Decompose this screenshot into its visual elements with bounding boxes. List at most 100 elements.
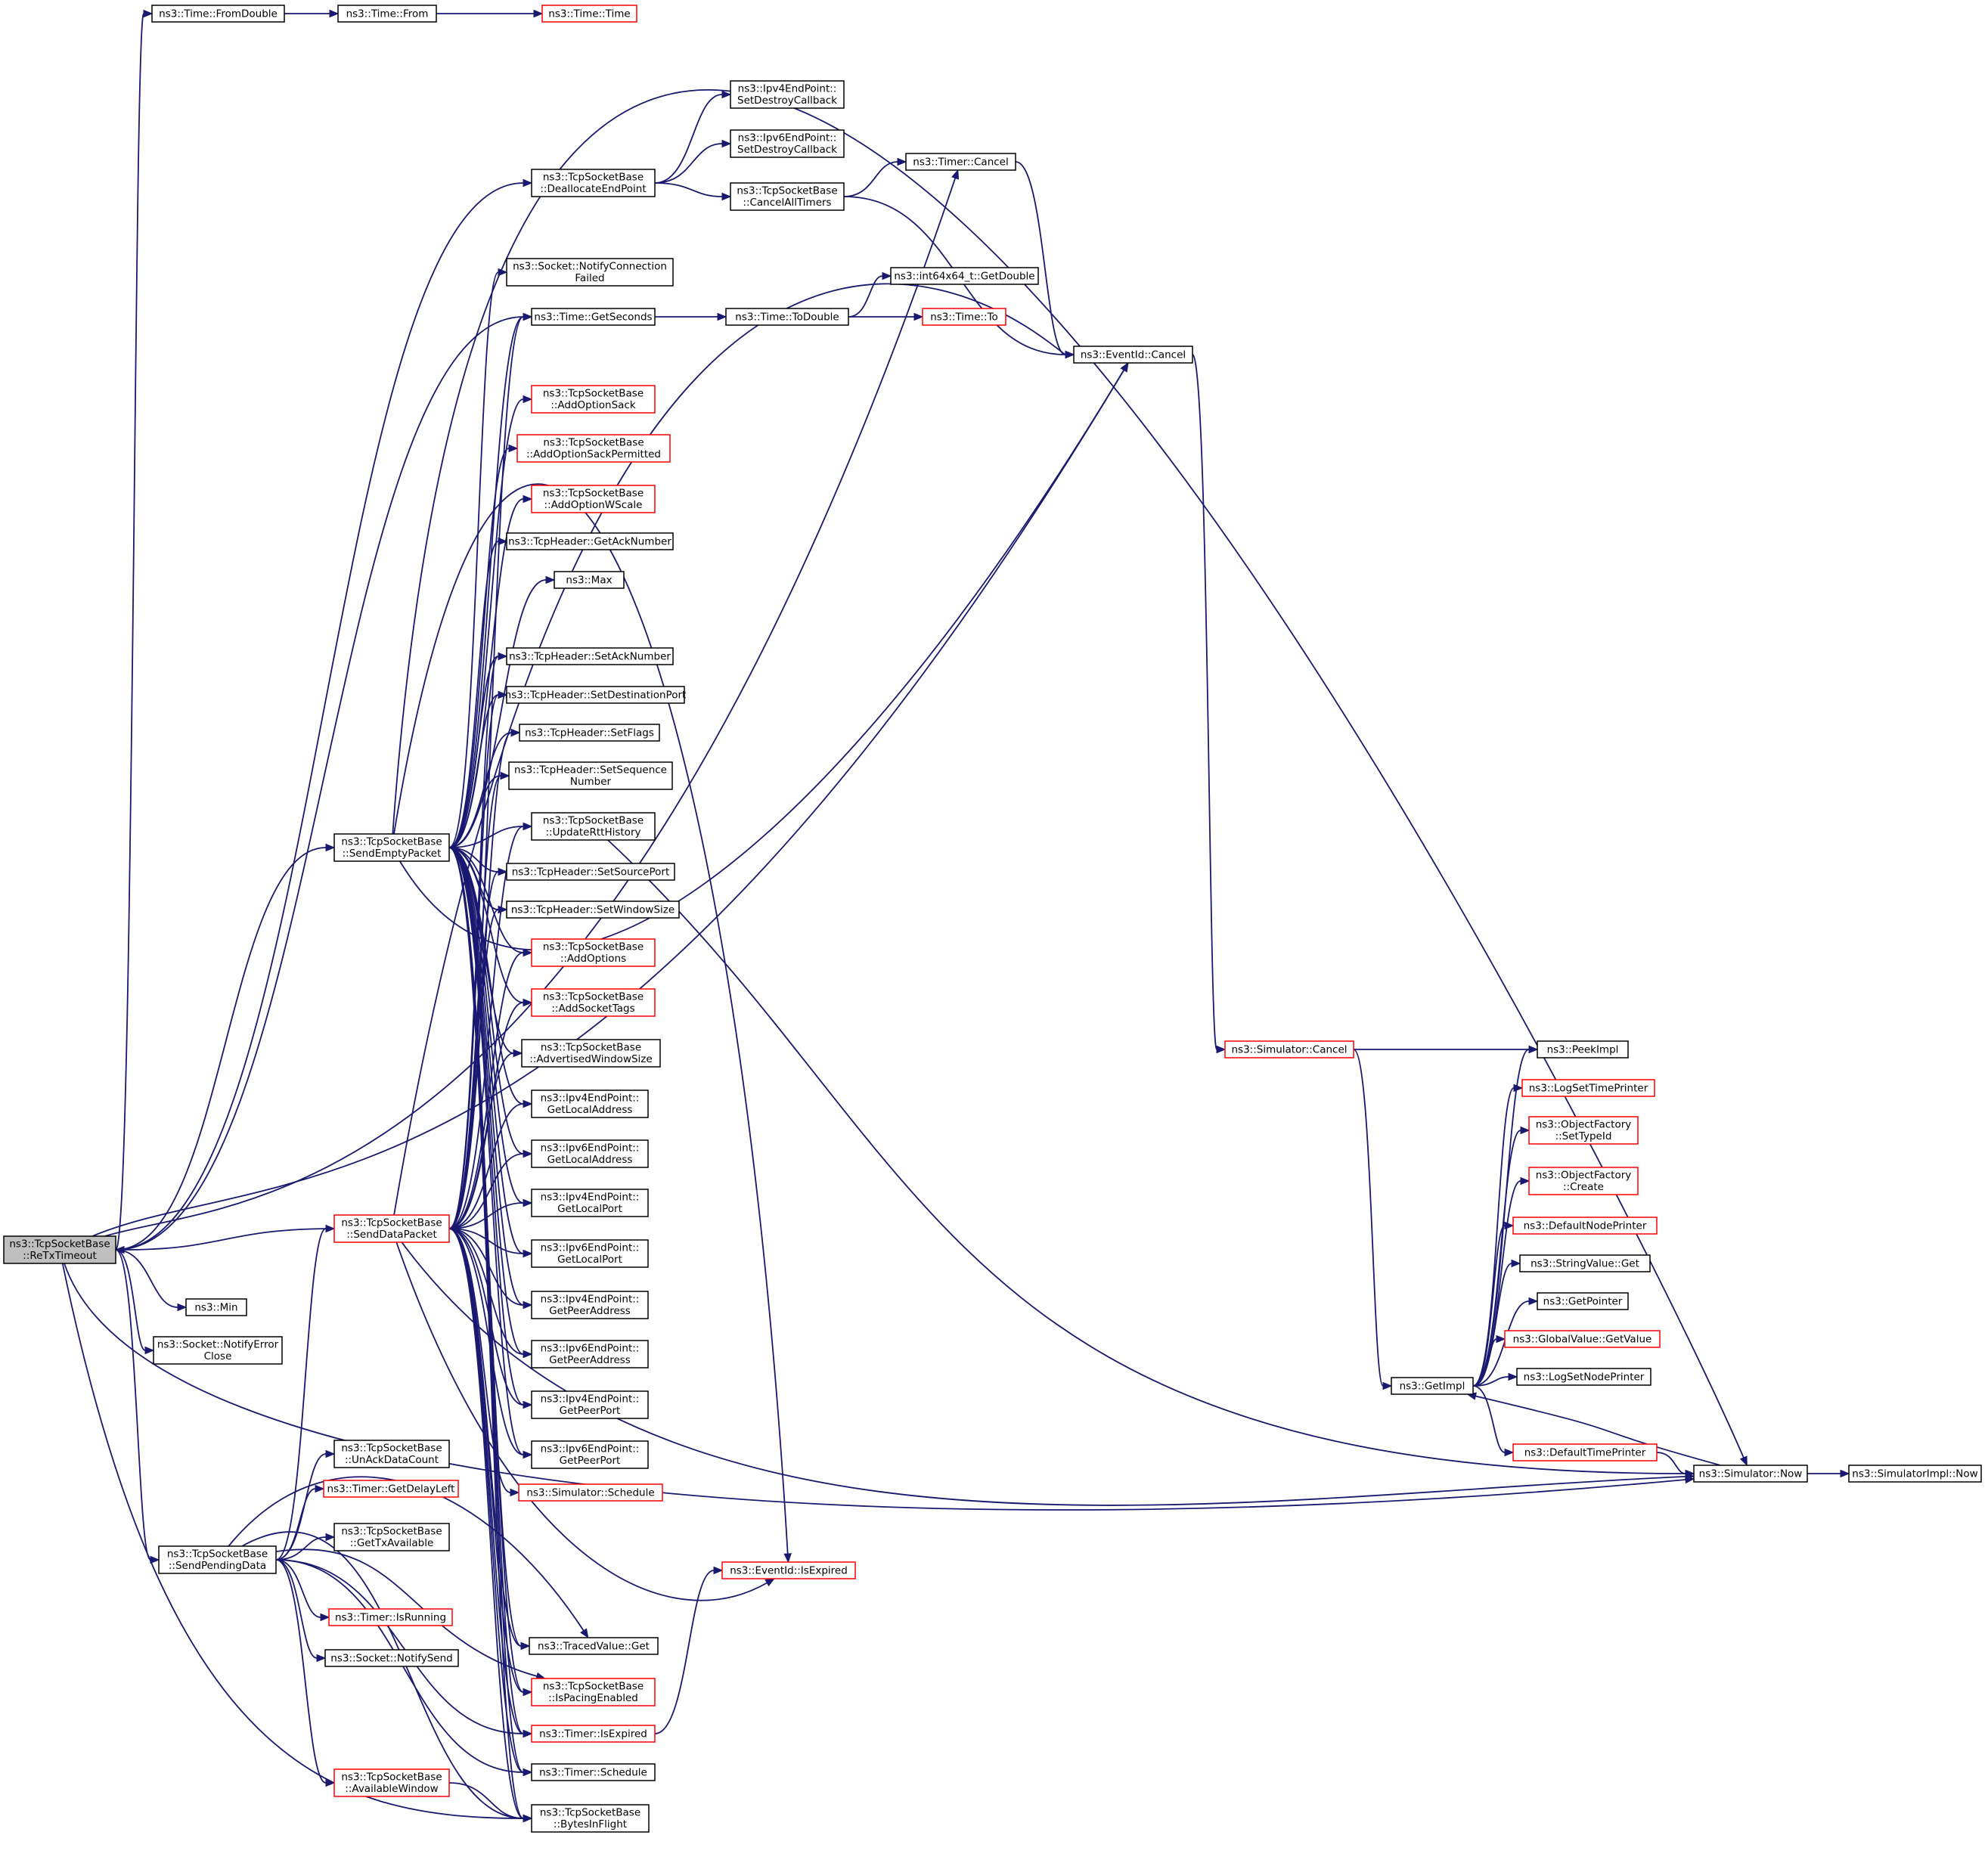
node-isrunning[interactable]: ns3::Timer::IsRunning xyxy=(328,1608,453,1626)
node-unackdata[interactable]: ns3::TcpSocketBase::UnAckDataCount xyxy=(333,1440,450,1468)
node-addoptions[interactable]: ns3::TcpSocketBase::AddOptions xyxy=(531,938,656,967)
call-edge xyxy=(448,498,524,848)
node-timeto[interactable]: ns3::Time::To xyxy=(922,308,1006,326)
node-box xyxy=(1521,1079,1655,1097)
call-edge xyxy=(1015,161,1066,355)
node-updatertt[interactable]: ns3::TcpSocketBase::UpdateRttHistory xyxy=(531,812,656,841)
call-edge xyxy=(1472,1376,1509,1387)
node-addoptionwscale[interactable]: ns3::TcpSocketBase::AddOptionWScale xyxy=(531,485,656,513)
node-peekimpl[interactable]: ns3::PeekImpl xyxy=(1537,1040,1629,1059)
call-edge-arrowhead xyxy=(316,1654,327,1663)
node-getimpl[interactable]: ns3::GetImpl xyxy=(1391,1377,1474,1395)
call-edge xyxy=(448,847,524,1819)
node-dealloc[interactable]: ns3::TcpSocketBase::DeallocateEndPoint xyxy=(531,169,656,197)
node-ipv4destroy[interactable]: ns3::Ipv4EndPoint::SetDestroyCallback xyxy=(730,80,845,109)
node-getdelayleft[interactable]: ns3::Timer::GetDelayLeft xyxy=(323,1480,459,1498)
node-timercancel[interactable]: ns3::Timer::Cancel xyxy=(905,153,1016,171)
node-label: ::IsPacingEnabled xyxy=(548,1692,638,1704)
node-tracedget[interactable]: ns3::TracedValue::Get xyxy=(529,1637,659,1655)
call-edge-arrowhead xyxy=(1520,1126,1531,1135)
node-ipv6peerport[interactable]: ns3::Ipv6EndPoint::GetPeerPort xyxy=(531,1440,649,1469)
node-eventcancel[interactable]: ns3::EventId::Cancel xyxy=(1073,346,1193,364)
node-eventisexpired[interactable]: ns3::EventId::IsExpired xyxy=(721,1561,856,1579)
node-ispacing[interactable]: ns3::TcpSocketBase::IsPacingEnabled xyxy=(531,1678,656,1706)
node-max[interactable]: ns3::Max xyxy=(554,571,625,589)
node-box xyxy=(531,1239,649,1268)
call-edge-arrowhead xyxy=(325,1778,336,1787)
node-box xyxy=(519,724,660,742)
node-setwindowsize[interactable]: ns3::TcpHeader::SetWindowSize xyxy=(506,900,680,919)
node-senddata[interactable]: ns3::TcpSocketBase::SendDataPacket xyxy=(333,1214,450,1243)
node-simschedule[interactable]: ns3::Simulator::Schedule xyxy=(518,1483,663,1502)
node-timerisexpired[interactable]: ns3::Timer::IsExpired xyxy=(531,1725,656,1743)
call-edges xyxy=(61,9,1850,1823)
node-min[interactable]: ns3::Min xyxy=(185,1298,247,1316)
node-globalvalue[interactable]: ns3::GlobalValue::GetValue xyxy=(1504,1330,1661,1348)
node-availwindow[interactable]: ns3::TcpSocketBase::AvailableWindow xyxy=(333,1768,450,1797)
node-addoptionsackperm[interactable]: ns3::TcpSocketBase::AddOptionSackPermitt… xyxy=(516,434,671,463)
node-label: ns3::TcpSocketBase xyxy=(341,836,442,848)
call-edge-arrowhead xyxy=(498,652,508,661)
node-ipv6localaddr[interactable]: ns3::Ipv6EndPoint::GetLocalAddress xyxy=(531,1139,649,1168)
node-label: ns3::GetImpl xyxy=(1400,1380,1465,1392)
node-simnow[interactable]: ns3::Simulator::Now xyxy=(1693,1465,1808,1483)
node-setdestport[interactable]: ns3::TcpHeader::SetDestinationPort xyxy=(505,686,687,704)
node-ofsettypeid[interactable]: ns3::ObjectFactory::SetTypeId xyxy=(1528,1116,1639,1145)
node-deftimeprinter[interactable]: ns3::DefaultTimePrinter xyxy=(1512,1443,1658,1461)
node-todouble[interactable]: ns3::Time::ToDouble xyxy=(725,308,849,326)
node-from[interactable]: ns3::Time::From xyxy=(337,5,437,23)
node-label: ns3::TracedValue::Get xyxy=(538,1640,650,1652)
node-advwindow[interactable]: ns3::TcpSocketBase::AdvertisedWindowSize xyxy=(521,1039,661,1068)
node-ipv6peeraddr[interactable]: ns3::Ipv6EndPoint::GetPeerAddress xyxy=(531,1340,649,1369)
node-label: ns3::Ipv4EndPoint:: xyxy=(541,1393,640,1406)
node-setflags[interactable]: ns3::TcpHeader::SetFlags xyxy=(519,724,660,742)
node-ipv4peerport[interactable]: ns3::Ipv4EndPoint::GetPeerPort xyxy=(531,1390,649,1419)
node-simimplnow[interactable]: ns3::SimulatorImpl::Now xyxy=(1848,1465,1982,1483)
node-ipv4localaddr[interactable]: ns3::Ipv4EndPoint::GetLocalAddress xyxy=(531,1090,649,1118)
node-timetime[interactable]: ns3::Time::Time xyxy=(541,5,637,23)
call-edge-arrowhead xyxy=(523,948,533,957)
node-defnodeprinter[interactable]: ns3::DefaultNodePrinter xyxy=(1512,1217,1658,1235)
node-bytesinflight[interactable]: ns3::TcpSocketBase::BytesInFlight xyxy=(531,1804,650,1833)
node-logsettime[interactable]: ns3::LogSetTimePrinter xyxy=(1521,1079,1655,1097)
node-setacknumber[interactable]: ns3::TcpHeader::SetAckNumber xyxy=(506,647,674,665)
node-addsockettags[interactable]: ns3::TcpSocketBase::AddSocketTags xyxy=(531,988,656,1017)
node-cancelall[interactable]: ns3::TcpSocketBase::CancelAllTimers xyxy=(730,182,845,211)
call-edge-arrowhead xyxy=(523,1400,533,1409)
call-edge xyxy=(448,847,524,1003)
node-box xyxy=(531,169,656,197)
node-stringvalueget[interactable]: ns3::StringValue::Get xyxy=(1519,1254,1651,1272)
node-setsrcport[interactable]: ns3::TcpHeader::SetSourcePort xyxy=(506,863,675,881)
node-ipv4peeraddr[interactable]: ns3::Ipv4EndPoint::GetPeerAddress xyxy=(531,1291,649,1319)
call-edge xyxy=(275,1559,524,1734)
node-getseconds[interactable]: ns3::Time::GetSeconds xyxy=(531,308,656,326)
node-int64getdouble[interactable]: ns3::int64x64_t::GetDouble xyxy=(890,267,1039,285)
node-ofcreate[interactable]: ns3::ObjectFactory::Create xyxy=(1528,1167,1639,1195)
node-notifysend[interactable]: ns3::Socket::NotifySend xyxy=(324,1649,459,1667)
node-box xyxy=(531,938,656,967)
node-label: ns3::TcpHeader::SetFlags xyxy=(525,727,654,739)
call-edge xyxy=(1472,1300,1530,1387)
node-gettxavail[interactable]: ns3::TcpSocketBase::GetTxAvailable xyxy=(333,1523,450,1551)
call-edge-arrowhead xyxy=(713,1566,724,1575)
node-simcancel[interactable]: ns3::Simulator::Cancel xyxy=(1224,1040,1354,1059)
node-getpointer[interactable]: ns3::GetPointer xyxy=(1537,1292,1629,1310)
node-box xyxy=(1537,1292,1629,1310)
call-edge-arrowhead xyxy=(580,1628,589,1639)
node-label: GetLocalAddress xyxy=(547,1104,633,1116)
node-ipv6localport[interactable]: ns3::Ipv6EndPoint::GetLocalPort xyxy=(531,1239,649,1268)
node-logsetnode[interactable]: ns3::LogSetNodePrinter xyxy=(1516,1368,1651,1386)
node-fromdouble[interactable]: ns3::Time::FromDouble xyxy=(151,5,285,23)
node-timerschedule[interactable]: ns3::Timer::Schedule xyxy=(531,1763,656,1781)
node-ipv6destroy[interactable]: ns3::Ipv6EndPoint::SetDestroyCallback xyxy=(730,129,845,158)
node-label: ns3::GetPointer xyxy=(1543,1295,1623,1307)
node-sendempty[interactable]: ns3::TcpSocketBase::SendEmptyPacket xyxy=(333,833,450,862)
node-addoptionsack[interactable]: ns3::TcpSocketBase::AddOptionSack xyxy=(531,385,656,414)
node-label: ::CancelAllTimers xyxy=(743,197,831,209)
node-ipv4localport[interactable]: ns3::Ipv4EndPoint::GetLocalPort xyxy=(531,1189,649,1217)
node-sendpending[interactable]: ns3::TcpSocketBase::SendPendingData xyxy=(158,1545,277,1574)
node-getacknumber[interactable]: ns3::TcpHeader::GetAckNumber xyxy=(506,532,674,550)
